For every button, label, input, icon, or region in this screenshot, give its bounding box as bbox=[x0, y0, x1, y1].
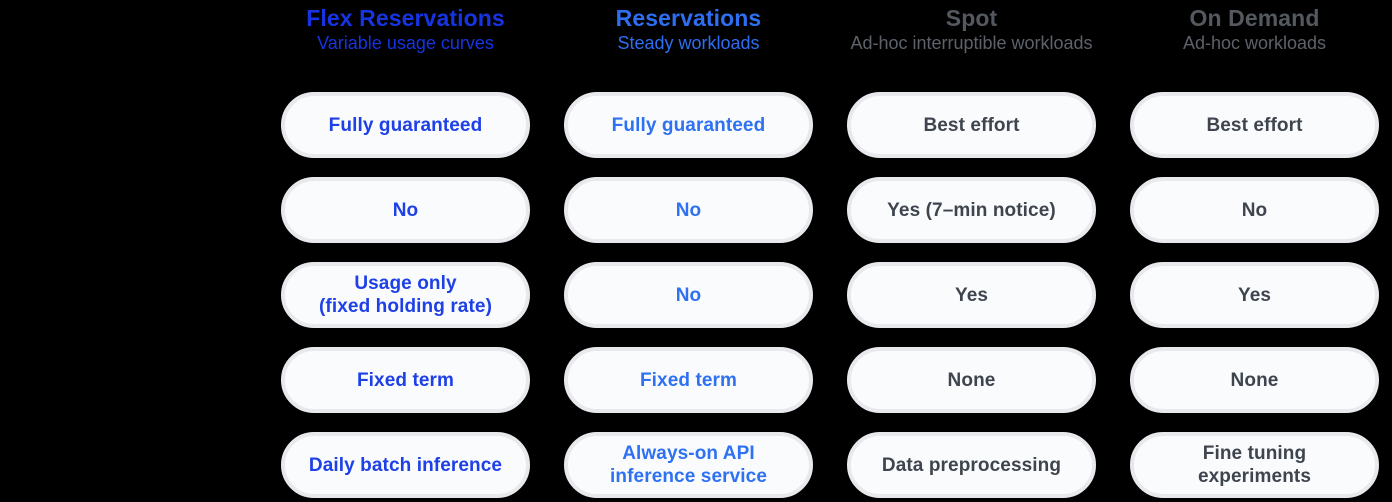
cell-pill: Usage only (fixed holding rate) bbox=[281, 262, 530, 328]
cell-label: Fixed term bbox=[356, 369, 455, 391]
column-subtitle: Ad-hoc interruptible workloads bbox=[850, 33, 1093, 53]
table-columns: Flex Reservations Variable usage curves … bbox=[281, 0, 1379, 502]
column-subtitle: Variable usage curves bbox=[317, 33, 494, 53]
cell-pill: Fixed term bbox=[564, 347, 813, 413]
column-title: Spot bbox=[945, 5, 998, 31]
column-title: Flex Reservations bbox=[306, 5, 505, 31]
cell-label: Fine tuning experiments bbox=[1197, 443, 1312, 487]
column-header: On Demand Ad-hoc workloads bbox=[1130, 0, 1379, 92]
column-title: Reservations bbox=[615, 5, 762, 31]
cell-pill: Yes bbox=[847, 262, 1096, 328]
cell-pill: Yes (7–min notice) bbox=[847, 177, 1096, 243]
cell-label: No bbox=[392, 199, 419, 221]
cell-label: Data preprocessing bbox=[881, 454, 1062, 476]
cell-label: None bbox=[1230, 369, 1279, 391]
cell-label: No bbox=[1241, 199, 1268, 221]
column-header: Spot Ad-hoc interruptible workloads bbox=[847, 0, 1096, 92]
cell-pill: Fixed term bbox=[281, 347, 530, 413]
cell-label: No bbox=[675, 284, 702, 306]
column-subtitle: Ad-hoc workloads bbox=[1182, 33, 1327, 53]
cell-pill: None bbox=[1130, 347, 1379, 413]
cell-pill: Daily batch inference bbox=[281, 432, 530, 498]
cell-pill: None bbox=[847, 347, 1096, 413]
cell-pill: Fine tuning experiments bbox=[1130, 432, 1379, 498]
column-header: Reservations Steady workloads bbox=[564, 0, 813, 92]
cell-pill: No bbox=[1130, 177, 1379, 243]
cell-label: Best effort bbox=[1206, 114, 1303, 136]
column-flex-reservations: Flex Reservations Variable usage curves … bbox=[281, 0, 530, 502]
column-header: Flex Reservations Variable usage curves bbox=[281, 0, 530, 92]
cell-pill: Fully guaranteed bbox=[564, 92, 813, 158]
column-reservations: Reservations Steady workloads Fully guar… bbox=[564, 0, 813, 502]
column-on-demand: On Demand Ad-hoc workloads Best effort N… bbox=[1130, 0, 1379, 502]
cell-label: Daily batch inference bbox=[308, 454, 503, 476]
cell-pill: Data preprocessing bbox=[847, 432, 1096, 498]
cell-label: Fixed term bbox=[639, 369, 738, 391]
cell-label: Fully guaranteed bbox=[611, 114, 766, 136]
cell-label: Yes (7–min notice) bbox=[887, 199, 1056, 221]
cell-pill: Best effort bbox=[847, 92, 1096, 158]
cell-pill: No bbox=[564, 262, 813, 328]
cell-pill: No bbox=[564, 177, 813, 243]
cell-label: None bbox=[947, 369, 996, 391]
cell-pill: Always-on API inference service bbox=[564, 432, 813, 498]
cell-label: Best effort bbox=[923, 114, 1020, 136]
cell-pill: Fully guaranteed bbox=[281, 92, 530, 158]
column-spot: Spot Ad-hoc interruptible workloads Best… bbox=[847, 0, 1096, 502]
cell-label: No bbox=[675, 199, 702, 221]
cell-label: Always-on API inference service bbox=[610, 443, 767, 487]
cell-pill: No bbox=[281, 177, 530, 243]
cell-label: Yes bbox=[1237, 284, 1272, 306]
column-title: On Demand bbox=[1189, 5, 1320, 31]
cell-label: Fully guaranteed bbox=[328, 114, 483, 136]
cell-pill: Yes bbox=[1130, 262, 1379, 328]
cell-label: Usage only (fixed holding rate) bbox=[319, 273, 492, 317]
cell-label: Yes bbox=[954, 284, 989, 306]
column-subtitle: Steady workloads bbox=[617, 33, 760, 53]
cell-pill: Best effort bbox=[1130, 92, 1379, 158]
